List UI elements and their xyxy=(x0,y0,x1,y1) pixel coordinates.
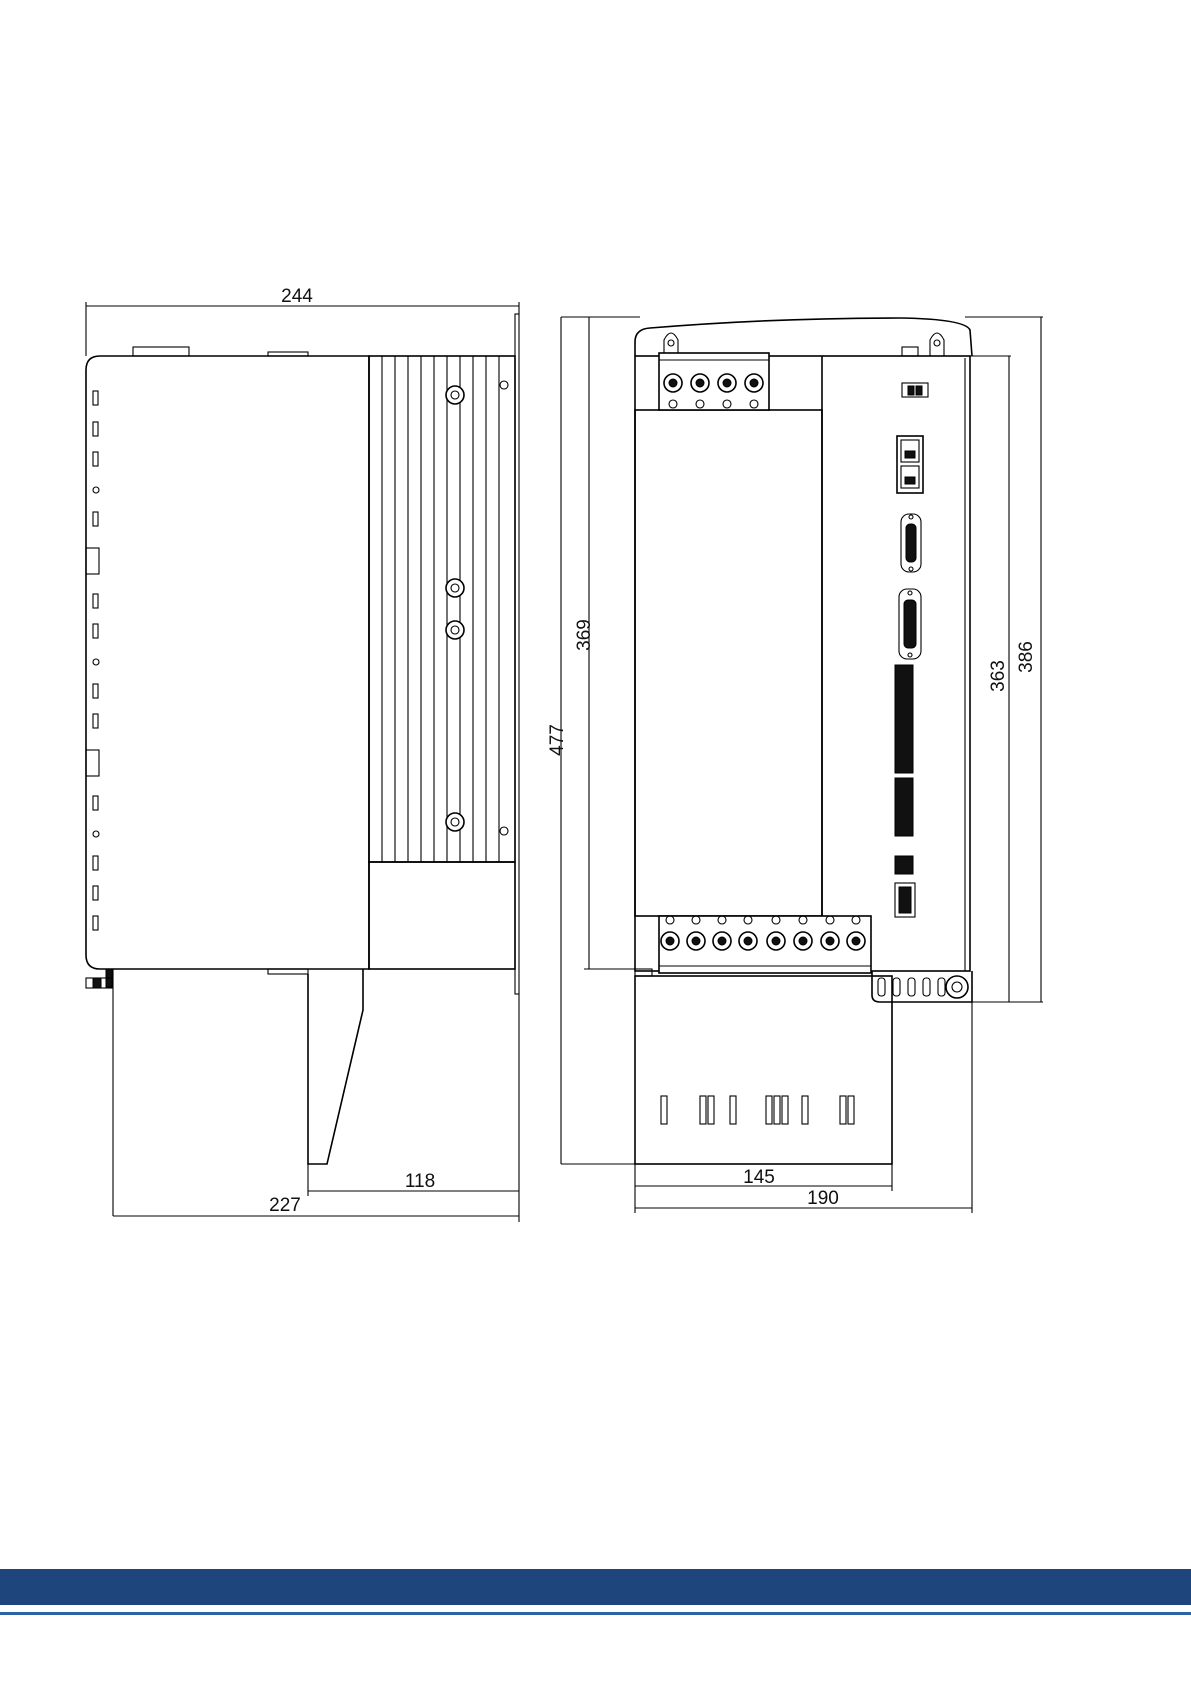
dsub-15-connector xyxy=(899,589,921,659)
side-dimensions xyxy=(86,302,519,1222)
power-module xyxy=(635,410,822,916)
side-vents xyxy=(86,391,99,930)
footer-rule xyxy=(0,1612,1191,1615)
dim-386-label: 386 xyxy=(1016,641,1037,673)
heatsink xyxy=(369,356,515,862)
shield-plate xyxy=(635,976,892,1164)
top-connector xyxy=(133,347,189,356)
dim-118-label: 118 xyxy=(405,1171,435,1192)
dim-227-label: 227 xyxy=(269,1195,301,1216)
side-view xyxy=(86,314,519,1216)
ground-screw xyxy=(946,976,968,998)
dsub-9-connector xyxy=(901,514,921,572)
front-housing xyxy=(635,356,970,971)
footer-band xyxy=(0,1569,1191,1605)
side-housing xyxy=(86,356,369,969)
front-view xyxy=(635,318,972,1164)
heatsink-fins xyxy=(382,356,499,862)
shield-slots xyxy=(661,1096,854,1124)
top-small-part xyxy=(902,347,918,356)
foot-slots xyxy=(878,978,945,996)
cable-cover xyxy=(113,969,363,1216)
status-display xyxy=(902,383,928,397)
small-connector xyxy=(895,856,913,874)
dim-190-label: 190 xyxy=(807,1188,839,1209)
backup-connector xyxy=(895,883,915,917)
ground-bolt xyxy=(86,969,112,988)
dim-369-label: 369 xyxy=(574,619,595,651)
bottom-left-clip xyxy=(635,969,652,976)
keyhole-right xyxy=(930,333,944,356)
io-terminal-strip xyxy=(895,665,913,836)
dim-363-label: 363 xyxy=(988,660,1009,692)
ethernet-ports xyxy=(897,436,923,493)
top-bracket xyxy=(635,318,972,356)
dim-244-label: 244 xyxy=(281,286,313,307)
dim-145-label: 145 xyxy=(743,1167,775,1188)
dim-477-label: 477 xyxy=(547,724,568,756)
lower-body xyxy=(369,862,515,969)
